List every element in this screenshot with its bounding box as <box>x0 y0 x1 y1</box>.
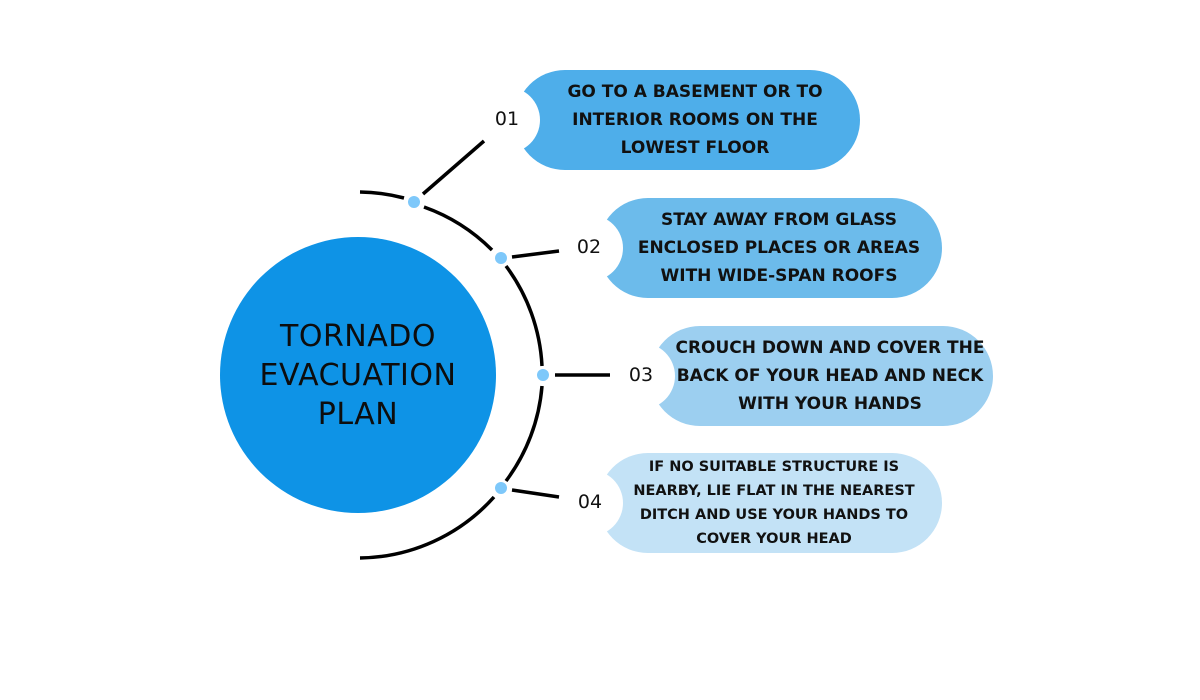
step-1-text: GO TO A BASEMENT OR TO INTERIOR ROOMS ON… <box>567 82 823 158</box>
step-1-pill <box>515 70 860 170</box>
node-dot-2 <box>495 252 507 264</box>
center-circle <box>220 237 496 513</box>
step-2-pill <box>598 198 942 298</box>
step-4-pill <box>598 453 942 553</box>
node-dot-1 <box>408 196 420 208</box>
title-line: PLAN <box>317 396 399 432</box>
step-3-number: 03 <box>628 364 654 386</box>
connector-line-1 <box>421 139 486 196</box>
connector-line-4 <box>511 488 560 499</box>
step-4-number: 04 <box>577 491 603 513</box>
step-4-text: IF NO SUITABLE STRUCTURE IS NEARBY, LIE … <box>633 459 915 547</box>
arc-segment <box>359 495 496 560</box>
step-2-text: STAY AWAY FROM GLASS ENCLOSED PLACES OR … <box>637 210 921 286</box>
connector-line-2 <box>511 249 560 259</box>
node-dot-3 <box>537 369 549 381</box>
title-line: TORNADO <box>280 318 436 354</box>
step-1-number: 01 <box>494 108 520 130</box>
arc-segment <box>359 190 405 200</box>
node-dot-4 <box>495 482 507 494</box>
title-line: EVACUATION <box>259 357 457 393</box>
arc-segment <box>504 385 544 483</box>
step-3-text: CROUCH DOWN AND COVER THE BACK OF YOUR H… <box>675 338 985 414</box>
arc-segment <box>423 205 494 252</box>
step-3-pill <box>650 326 993 426</box>
arc-segment <box>504 264 544 367</box>
step-2-number: 02 <box>576 236 602 258</box>
center-title: TORNADO EVACUATION PLAN <box>220 237 496 513</box>
